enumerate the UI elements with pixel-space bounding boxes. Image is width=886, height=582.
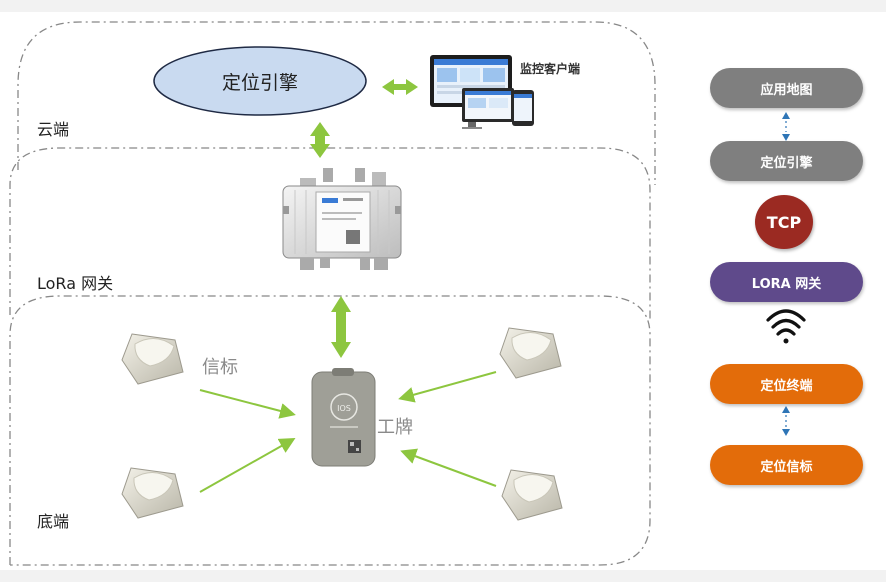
zone-label-cloud: 云端 xyxy=(37,120,70,139)
stack-item-label: 定位引擎 xyxy=(760,155,813,171)
bottom-border xyxy=(0,570,886,582)
stack-item-label: 定位信标 xyxy=(760,459,813,475)
double-arrow-icon xyxy=(331,296,351,358)
badge-device-text: IOS xyxy=(337,404,351,413)
signal-arrows xyxy=(199,371,497,493)
stack-connector xyxy=(782,406,790,436)
beacon-device-icon xyxy=(501,469,563,521)
client-label: 监控客户端 xyxy=(520,62,581,76)
wifi-icon xyxy=(766,309,806,344)
stack-item-lora-gateway: LORA 网关 xyxy=(710,262,863,302)
zone-label-bottom: 底端 xyxy=(37,512,70,531)
engine-ellipse xyxy=(153,46,367,116)
stack-item-terminal: 定位终端 xyxy=(710,364,863,404)
badge-device-icon: IOS xyxy=(311,368,376,467)
monitor-screens-icon xyxy=(430,55,534,129)
stack-connector xyxy=(782,112,790,141)
stack-item-label: 定位终端 xyxy=(760,378,813,394)
stack-item-label: LORA 网关 xyxy=(751,276,822,292)
stack-item-tcp: TCP xyxy=(755,195,813,249)
top-border xyxy=(0,0,886,12)
zone-label-gateway: LoRa 网关 xyxy=(37,274,114,293)
gateway-device-icon xyxy=(282,168,402,270)
zone-bottom-boundary xyxy=(9,295,651,566)
double-arrow-icon xyxy=(310,122,330,158)
stack-item-label: TCP xyxy=(766,212,802,232)
beacon-device-icon xyxy=(499,327,562,379)
stack-item-label: 应用地图 xyxy=(760,82,813,98)
beacon-device-icon xyxy=(121,467,184,519)
badge-label: 工牌 xyxy=(377,417,413,438)
beacon-device-icon xyxy=(121,333,184,385)
zone-cloud-boundary xyxy=(17,21,656,185)
engine-label: 定位引擎 xyxy=(221,71,298,94)
stack-item-app-map: 应用地图 xyxy=(710,68,863,108)
beacon-label: 信标 xyxy=(202,357,238,378)
stack-item-beacon: 定位信标 xyxy=(710,445,863,485)
zone-gateway-boundary xyxy=(9,147,651,320)
double-arrow-icon xyxy=(382,79,418,95)
stack-item-engine: 定位引擎 xyxy=(710,141,863,181)
